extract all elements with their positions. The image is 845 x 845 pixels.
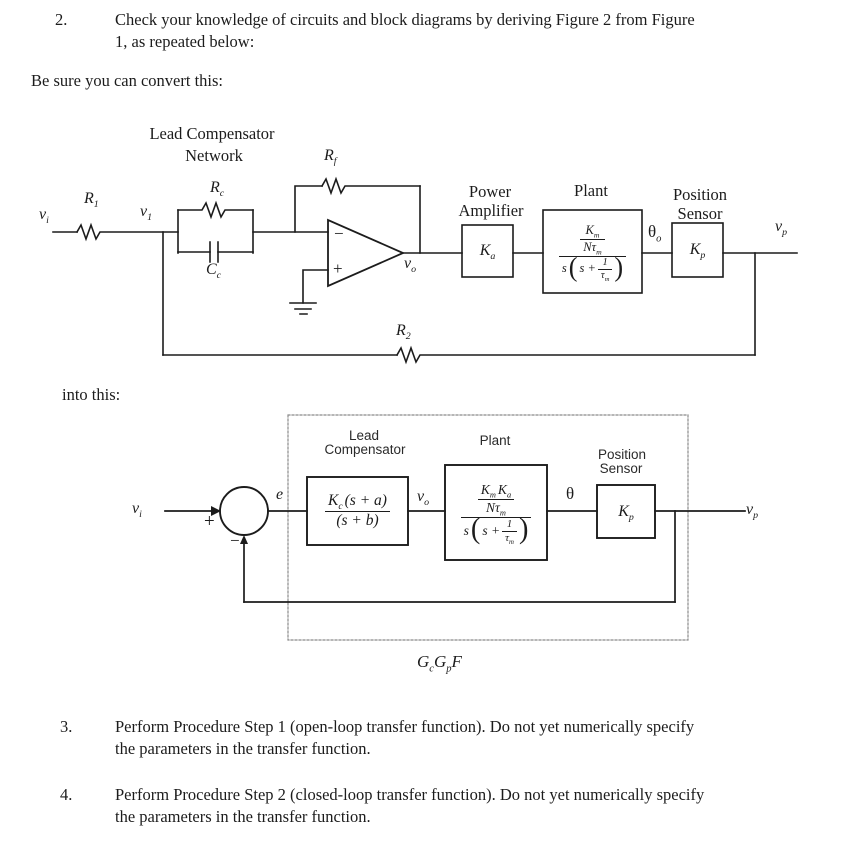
item3-line1: Perform Procedure Step 1 (open-loop tran… <box>115 717 695 736</box>
plant-box <box>542 209 643 294</box>
v1-label: v1 <box>140 203 153 224</box>
kp-gain-label-block: Kp <box>618 502 634 523</box>
item4-number: 4. <box>60 785 73 804</box>
sum-plus-sign: + <box>204 511 215 532</box>
item2-line2: 1, as repeated below: <box>115 32 255 51</box>
power-amp-title-line1: Power <box>468 182 512 201</box>
rc-label: Rc <box>210 179 225 200</box>
kp-gain-label-circuit: Kp <box>689 241 706 262</box>
vp-label-circuit: vp <box>775 218 788 239</box>
vi-arrowhead <box>211 506 221 516</box>
vo-label-block: vo <box>417 488 430 509</box>
plant-box-block <box>444 464 548 561</box>
opamp-triangle <box>327 218 406 288</box>
comp-title-line1: Lead <box>348 428 380 443</box>
convert-text: Be sure you can convert this: <box>31 71 223 90</box>
vp-label-block: vp <box>746 501 759 522</box>
circuit-title-line1: Lead Compensator <box>149 124 275 143</box>
sensor-title-block-line2: Sensor <box>599 461 643 476</box>
cc-label: Cc <box>206 261 222 282</box>
into-text: into this: <box>62 385 121 404</box>
power-amp-box <box>461 224 514 278</box>
feedback-arrowhead <box>240 535 248 544</box>
resistor-rc <box>177 200 254 220</box>
error-label: e <box>276 486 284 503</box>
summing-junction <box>219 486 269 536</box>
comp-tf: Kc(s + a) (s + b) <box>307 477 408 545</box>
ground-symbol <box>289 302 317 315</box>
opamp-minus-sign: − <box>334 224 344 243</box>
opamp-plus-wire <box>302 269 329 304</box>
plant-tf-fraction: Km Nτm s( s + 1 τm ) <box>558 223 627 282</box>
resistor-r1 <box>75 222 179 242</box>
item4-line2: the parameters in the transfer function. <box>115 807 371 826</box>
position-sensor-box <box>671 222 724 278</box>
comp-title-line2: Compensator <box>324 442 406 457</box>
power-amp-title-line2: Amplifier <box>458 201 524 220</box>
item3-number: 3. <box>60 717 73 736</box>
item4-line1: Perform Procedure Step 2 (closed-loop tr… <box>115 785 705 804</box>
r1-label: R1 <box>84 190 99 211</box>
resistor-rf <box>320 176 421 196</box>
sensor-title-line2: Sensor <box>677 204 723 223</box>
block-diagram <box>164 414 746 641</box>
plant-title-circuit: Plant <box>574 181 608 200</box>
capacitor-cc-plates <box>209 241 219 263</box>
ka-gain-label: Ka <box>479 242 496 263</box>
gcgpf-caption: GcGpF <box>417 652 462 675</box>
vi-label: vi <box>39 206 49 227</box>
plant-tf-circuit: Km Nτm s( s + 1 τm ) <box>543 210 642 293</box>
rf-label: Rf <box>324 147 337 168</box>
circuit-title-line2: Network <box>185 146 243 165</box>
item2-number: 2. <box>55 10 68 29</box>
theta-o-label: θo <box>648 222 662 245</box>
comp-tf-fraction: Kc(s + a) (s + b) <box>325 492 390 530</box>
sum-minus-sign: − <box>230 531 240 550</box>
sensor-title-block-line1: Position <box>597 447 647 462</box>
circuit-diagram <box>52 176 798 365</box>
theta-label-block: θ <box>566 484 575 503</box>
r2-label: R2 <box>396 322 411 343</box>
vo-label-circuit: vo <box>404 255 417 276</box>
resistor-r2 <box>395 345 756 365</box>
vi-label-block: vi <box>132 500 142 521</box>
opamp-plus-sign: + <box>333 259 343 278</box>
plant-title-block: Plant <box>479 433 511 448</box>
dashed-enclosure <box>287 414 689 641</box>
item3-line2: the parameters in the transfer function. <box>115 739 371 758</box>
sensor-title-line1: Position <box>672 185 728 204</box>
item2-line1: Check your knowledge of circuits and blo… <box>115 10 695 29</box>
rf-feedback-riser <box>294 185 323 233</box>
